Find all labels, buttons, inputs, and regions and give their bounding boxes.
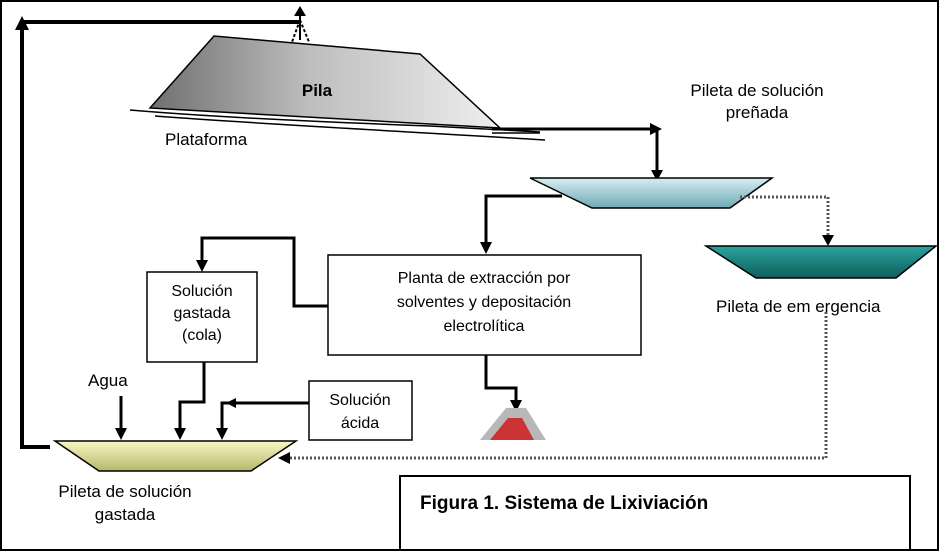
flow-plant-to-product bbox=[484, 355, 518, 402]
flow-acid-to-pond bbox=[220, 401, 309, 430]
platform-label: Plataforma bbox=[165, 130, 248, 149]
acid-box-line2: ácida bbox=[341, 415, 379, 432]
emergency-pond-label: Pileta de em ergencia bbox=[716, 297, 881, 316]
flow-pond-to-plant bbox=[484, 194, 562, 244]
spent-box-line2: gastada bbox=[174, 305, 231, 322]
acid-solution-box bbox=[308, 380, 413, 441]
recirculation-line bbox=[20, 20, 300, 449]
water-label: Agua bbox=[88, 371, 128, 390]
pregnant-pond-label-line2: preñada bbox=[726, 103, 789, 122]
plant-label-line3: electrolítica bbox=[444, 318, 525, 335]
figure-caption: Figura 1. Sistema de Lixiviación bbox=[420, 493, 708, 514]
spent-box-line1: Solución bbox=[171, 283, 232, 300]
heap-pile bbox=[148, 35, 503, 129]
sprinkler-icon bbox=[291, 6, 310, 43]
plant-label-line2: solventes y depositación bbox=[397, 294, 571, 311]
acid-box-line1: Solución bbox=[329, 392, 390, 409]
spent-solution-pond bbox=[52, 440, 299, 472]
spent-box-line3: (cola) bbox=[182, 327, 222, 344]
emergency-pond bbox=[703, 245, 939, 279]
recirculation-arrowhead bbox=[15, 16, 29, 30]
spent-pond-label-line1: Pileta de solución bbox=[58, 482, 191, 501]
spent-pond-label-line2: gastada bbox=[95, 505, 156, 524]
copper-cathode-product-icon bbox=[480, 408, 546, 440]
figure-caption-box bbox=[399, 475, 911, 551]
pregnant-solution-pond bbox=[529, 177, 775, 209]
pregnant-pond-label-line1: Pileta de solución bbox=[690, 81, 823, 100]
emergency-return-line bbox=[290, 312, 828, 460]
spent-solution-box bbox=[146, 271, 258, 363]
flow-plant-to-spent bbox=[200, 236, 328, 308]
pile-label: Pila bbox=[302, 81, 333, 100]
platform-line-lower bbox=[154, 115, 546, 141]
plant-label-line1: Planta de extracción por bbox=[398, 270, 571, 287]
overflow-line bbox=[740, 195, 830, 238]
flow-spent-to-pond bbox=[178, 362, 206, 430]
